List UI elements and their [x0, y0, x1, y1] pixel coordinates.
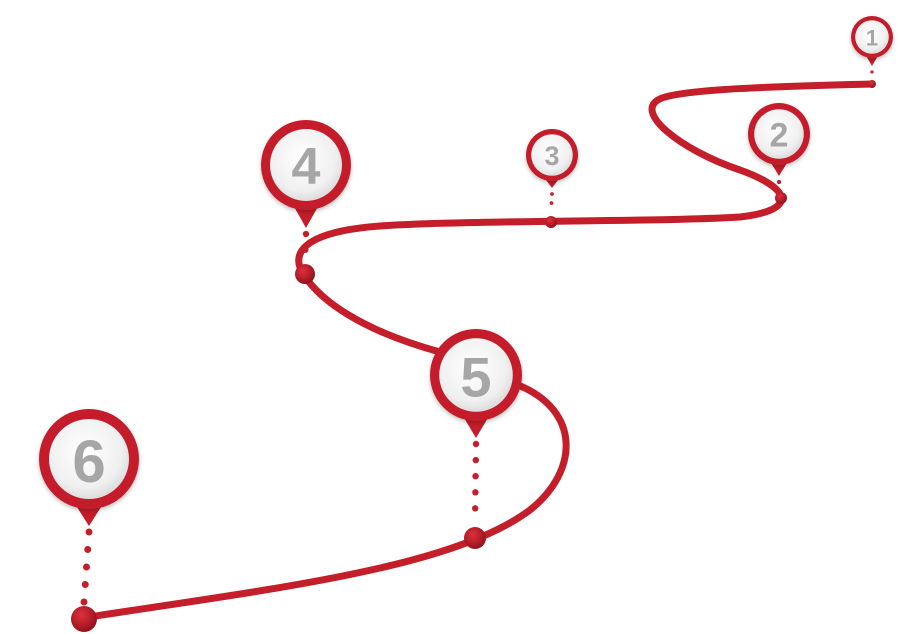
pin-face — [270, 129, 342, 201]
milestone-6: 6 — [39, 409, 139, 632]
pin-tip — [770, 161, 788, 176]
connector-dot — [550, 192, 554, 196]
road-dot — [295, 264, 315, 284]
connector-dot — [83, 563, 90, 571]
pin-face — [49, 419, 129, 499]
milestone-number: 1 — [866, 25, 878, 50]
connector-dot — [549, 201, 554, 205]
connector-dot — [472, 440, 480, 448]
connector-dot — [80, 598, 88, 606]
milestone-3: 3 — [526, 129, 578, 228]
milestone-number: 5 — [460, 346, 491, 409]
milestone-number: 3 — [544, 141, 559, 171]
pin-face — [531, 134, 573, 176]
milestone-number: 2 — [770, 116, 789, 154]
pin-tip — [293, 205, 319, 228]
pin-face — [855, 20, 889, 54]
connector-dot — [302, 246, 309, 253]
connector-dot — [81, 581, 89, 588]
connector-dot — [472, 472, 479, 480]
milestone-1: 1 — [851, 16, 893, 88]
road-dot — [775, 192, 787, 204]
connector-dot — [870, 70, 874, 74]
pin-face — [439, 338, 513, 412]
milestone-4: 4 — [261, 120, 351, 284]
road-dot — [545, 216, 557, 228]
pin-tip — [544, 178, 560, 188]
milestone-number: 4 — [292, 138, 321, 196]
connector-dot — [471, 505, 479, 512]
connector-dot — [472, 456, 480, 464]
milestone-2: 2 — [748, 103, 810, 204]
milestone-number: 6 — [72, 428, 105, 495]
connector-dot — [85, 528, 93, 536]
road-dot — [71, 606, 97, 632]
connector-dot — [776, 179, 782, 185]
milestone-5: 5 — [430, 329, 522, 549]
connector-dot — [302, 230, 310, 238]
pin-tip — [75, 504, 103, 526]
road-dot — [868, 80, 876, 88]
road-dot — [464, 527, 486, 549]
pin-tip — [866, 55, 878, 66]
pin-face — [754, 109, 804, 159]
pin-tip — [463, 416, 489, 438]
connector-dot — [472, 489, 479, 496]
connector-dot — [84, 546, 92, 553]
